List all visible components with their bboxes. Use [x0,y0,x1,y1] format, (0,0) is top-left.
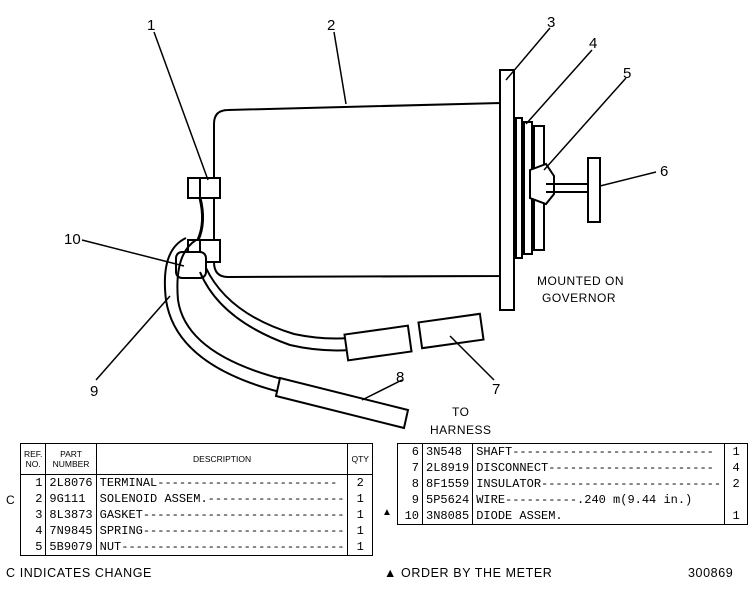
ref-cell: 8 [397,476,423,492]
shaft-end [587,157,601,223]
harness-note-line1: TO [452,405,469,419]
description-cell: DIODE ASSEM. [472,508,726,525]
part-number-cell: 8F1559 [421,476,474,492]
description-cell: SPRING---------------------------- [95,523,349,539]
solenoid-body [213,101,501,279]
mounting-flange [499,69,515,311]
part-number-cell: 3N8085 [421,508,474,525]
meter-note: ▲ ORDER BY THE METER [384,566,553,580]
qty-cell: 4 [724,460,749,476]
part-number-cell: 2L8076 [45,474,97,491]
callout-7: 7 [492,381,500,398]
qty-header: QTY [347,443,373,475]
disconnect-1 [343,324,413,362]
ref-cell: 4 [19,523,47,539]
gasket [515,117,523,259]
callout-2: 2 [327,17,335,34]
part-number-cell: 2L8919 [421,460,474,476]
drawing-number: 300869 [688,566,734,580]
qty-cell: 1 [347,523,373,539]
part-number-cell: 8L3873 [45,507,97,523]
description-cell: WIRE----------.240 m(9.44 in.) [472,492,726,508]
description-cell: GASKET---------------------------- [95,507,349,523]
qty-cell: 1 [724,508,749,525]
qty-cell: 1 [347,539,373,556]
qty-cell: 1 [347,491,373,507]
description-cell: SOLENOID ASSEM.------------------- [95,491,349,507]
nut [529,162,555,206]
qty-cell: 1 [724,443,749,460]
callout-3: 3 [547,14,555,31]
ref-cell: 3 [19,507,47,523]
change-marker: C [6,493,15,507]
change-note: C INDICATES CHANGE [6,566,152,580]
callout-6: 6 [660,163,668,180]
ref-cell: 6 [397,443,423,460]
qty-cell: 2 [347,474,373,491]
callout-4: 4 [589,35,597,52]
ref-cell: 5 [19,539,47,556]
callout-9: 9 [90,383,98,400]
description-cell: DISCONNECT----------------------- [472,460,726,476]
ref-cell: 9 [397,492,423,508]
meter-marker: ▲ [382,507,392,518]
harness-note-line2: HARNESS [430,423,492,437]
ref-cell: 1 [19,474,47,491]
part-number-cell: 9G111 [45,491,97,507]
callout-10: 10 [64,231,81,248]
ref-header: REF.NO. [19,443,47,475]
disconnect-2 [417,312,485,350]
description-cell: INSULATOR------------------------- [472,476,726,492]
description-cell: NUT------------------------------- [95,539,349,556]
callout-1: 1 [147,17,155,34]
callout-5: 5 [623,65,631,82]
ref-cell: 7 [397,460,423,476]
qty-cell [724,492,749,508]
qty-cell: 1 [347,507,373,523]
description-header: DESCRIPTION [95,443,349,475]
diode-assembly [196,197,205,241]
wire-inner [199,271,351,352]
part-number-cell: 5P5624 [421,492,474,508]
ref-cell: 2 [19,491,47,507]
mounted-note-line2: GOVERNOR [542,291,616,305]
callout-8: 8 [396,369,404,386]
part-number-cell: 5B9079 [45,539,97,556]
description-cell: TERMINAL------------------------- [95,474,349,491]
qty-cell: 2 [724,476,749,492]
ref-cell: 10 [397,508,423,525]
terminal-upper [187,177,221,199]
wire-outer [163,237,281,393]
insulator [274,376,410,430]
description-cell: SHAFT---------------------------- [472,443,726,460]
mounted-note-line1: MOUNTED ON [537,274,624,288]
part-number-cell: 7N9845 [45,523,97,539]
part-number-cell: 3N548 [421,443,474,460]
